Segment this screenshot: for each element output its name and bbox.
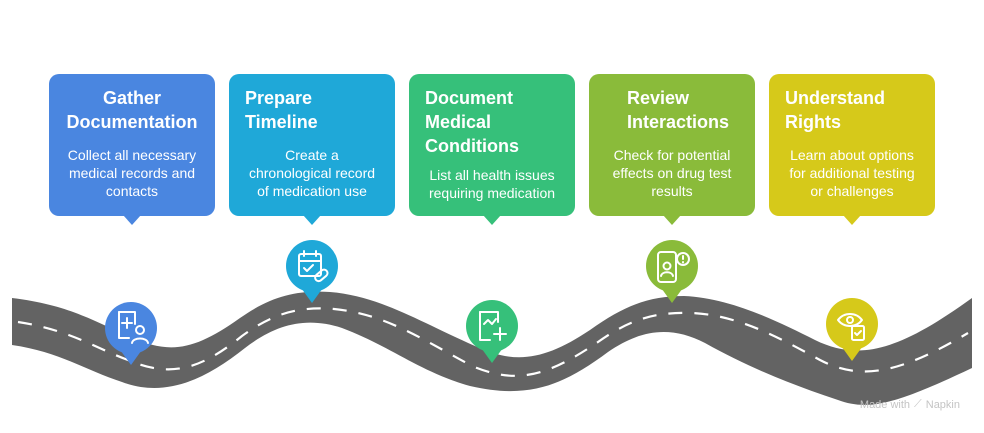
marker-4: [646, 240, 698, 303]
watermark-prefix: Made with: [859, 398, 911, 411]
step-description: Collect all necessary medical records an…: [67, 147, 197, 199]
step-description: Check for potential effects on drug test…: [612, 147, 732, 199]
step-title: Understand Rights: [785, 88, 886, 132]
road-center-line: [17, 307, 969, 377]
phone-alert-user-icon: [657, 251, 690, 283]
marker-3: [466, 300, 518, 363]
marker-5: [826, 298, 878, 361]
step-card-understand-rights: Understand Rights Learn about options fo…: [769, 74, 935, 225]
watermark-brand: Napkin: [925, 398, 960, 411]
step-description: List all health issues requiring medicat…: [428, 167, 556, 201]
step-card-prepare-timeline: Prepare Timeline Create a chronological …: [229, 74, 395, 225]
calendar-pill-icon: [298, 250, 329, 283]
step-title: Review Interactions: [627, 88, 730, 132]
step-card-gather-documentation: Gather Documentation Collect all necessa…: [49, 74, 215, 225]
napkin-watermark: Made with ⟋ Napkin: [860, 398, 960, 411]
marker-2: [286, 240, 338, 303]
step-title: Document Medical Conditions: [425, 88, 519, 156]
step-card-document-medical-conditions: Document Medical Conditions List all hea…: [409, 74, 575, 225]
napkin-logo-icon: ⟋: [914, 398, 922, 410]
step-description: Create a chronological record of medicat…: [248, 147, 376, 199]
step-title: Gather Documentation: [66, 88, 198, 132]
marker-1: [105, 302, 157, 365]
clipboard-health-icon: [479, 311, 507, 341]
step-description: Learn about options for additional testi…: [789, 147, 915, 199]
eye-clipboard-icon: [837, 313, 865, 341]
medical-record-user-icon: [118, 311, 149, 344]
step-title: Prepare Timeline: [245, 88, 318, 132]
step-card-review-interactions: Review Interactions Check for potential …: [589, 74, 755, 225]
